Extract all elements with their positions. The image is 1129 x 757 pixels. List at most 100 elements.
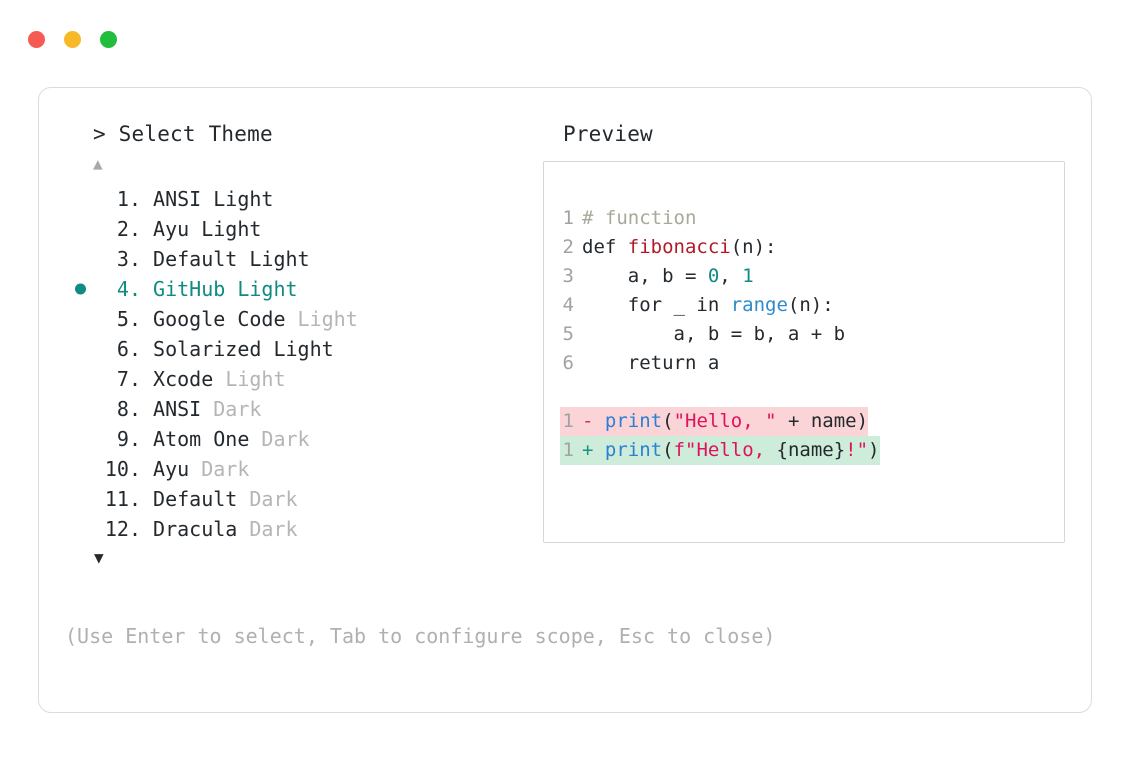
diff-line-number: 1: [562, 439, 574, 461]
code-token: a, b = b, a + b: [582, 323, 846, 345]
theme-item-number: 2.: [116, 217, 141, 241]
theme-item-variant: Dark: [249, 517, 298, 541]
theme-item-name: ANSI: [153, 187, 202, 211]
code-line-number: 4: [562, 294, 574, 316]
selected-bullet-icon: [75, 283, 86, 295]
code-token: return a: [582, 352, 720, 374]
theme-list-item[interactable]: 1. ANSI Light: [67, 184, 537, 214]
code-token: print: [604, 439, 663, 461]
code-token: for _ in: [582, 294, 731, 316]
code-token: f"Hello,: [673, 439, 777, 461]
theme-item-variant: Light: [273, 337, 334, 361]
diff-row: 1- print("Hello, " + name): [560, 407, 1064, 436]
theme-list-item[interactable]: 11. Default Dark: [67, 484, 537, 514]
theme-item-name: Default: [153, 487, 238, 511]
code-token: 1: [742, 265, 754, 287]
theme-item-name: Dracula: [153, 517, 238, 541]
code-blank-line: [560, 378, 1064, 407]
theme-item-variant: Light: [201, 217, 262, 241]
theme-list-item[interactable]: 3. Default Light: [67, 244, 537, 274]
theme-item-number: 8.: [116, 397, 141, 421]
theme-item-name: Xcode: [153, 367, 214, 391]
theme-list-item[interactable]: 4. GitHub Light: [67, 274, 537, 304]
code-token: print: [604, 410, 663, 432]
diff-row: 1+ print(f"Hello, {name}!"): [560, 436, 1064, 465]
code-token: 0: [707, 265, 720, 287]
theme-item-name: Default: [153, 247, 238, 271]
theme-item-variant: Dark: [201, 457, 250, 481]
theme-list-item[interactable]: 12. Dracula Dark: [67, 514, 537, 544]
theme-item-name: Google Code: [153, 307, 286, 331]
code-token: (: [662, 410, 674, 432]
theme-list-item[interactable]: 8. ANSI Dark: [67, 394, 537, 424]
theme-item-variant: Dark: [213, 397, 262, 421]
code-token: fibonacci: [627, 236, 731, 258]
theme-item-name: Ayu: [153, 457, 190, 481]
theme-list-item[interactable]: 5. Google Code Light: [67, 304, 537, 334]
minimize-window-button[interactable]: [64, 31, 81, 48]
theme-item-number: 5.: [116, 307, 141, 331]
theme-list-item[interactable]: 10. Ayu Dark: [67, 454, 537, 484]
code-line: 2 def fibonacci(n):: [560, 233, 1064, 262]
theme-list-item[interactable]: 9. Atom One Dark: [67, 424, 537, 454]
code-line-number: 6: [562, 352, 574, 374]
theme-item-number: 7.: [116, 367, 141, 391]
theme-item-number: 1.: [116, 187, 141, 211]
theme-item-number: 4.: [116, 277, 141, 301]
code-token: ): [868, 439, 880, 461]
code-token: ,: [719, 265, 743, 287]
window-traffic-lights: [28, 31, 117, 48]
code-token: + name): [776, 410, 869, 432]
theme-item-variant: Light: [237, 277, 298, 301]
theme-item-number: 11.: [104, 487, 141, 511]
theme-item-variant: Dark: [261, 427, 310, 451]
preview-title: Preview: [563, 122, 653, 146]
keyboard-hint: (Use Enter to select, Tab to configure s…: [65, 624, 776, 648]
theme-item-name: Atom One: [153, 427, 250, 451]
code-line: 3 a, b = 0, 1: [560, 262, 1064, 291]
theme-list-item[interactable]: 6. Solarized Light: [67, 334, 537, 364]
code-token: (n):: [730, 236, 777, 258]
code-token: # function: [582, 207, 697, 229]
theme-list-item[interactable]: 7. Xcode Light: [67, 364, 537, 394]
diff-marker: -: [582, 410, 594, 432]
code-line-number: 3: [562, 265, 574, 287]
theme-item-name: Ayu: [153, 217, 190, 241]
scroll-up-arrow-icon[interactable]: ▲: [93, 154, 103, 173]
code-line: 6 return a: [560, 349, 1064, 378]
code-line-number: 5: [562, 323, 574, 345]
maximize-window-button[interactable]: [100, 31, 117, 48]
code-token: !": [845, 439, 869, 461]
theme-item-number: 9.: [116, 427, 141, 451]
code-line: 5 a, b = b, a + b: [560, 320, 1064, 349]
scroll-down-arrow-icon[interactable]: ▼: [94, 548, 104, 567]
close-window-button[interactable]: [28, 31, 45, 48]
diff-added-line: 1+ print(f"Hello, {name}!"): [560, 436, 880, 465]
code-token: "Hello, ": [673, 410, 777, 432]
code-line: 4 for _ in range(n):: [560, 291, 1064, 320]
theme-item-number: 12.: [104, 517, 141, 541]
code-token: {name}: [776, 439, 846, 461]
theme-item-number: 10.: [104, 457, 141, 481]
theme-item-number: 6.: [116, 337, 141, 361]
theme-item-variant: Light: [213, 187, 274, 211]
header-row: > Select Theme Preview: [67, 122, 1061, 156]
code-line-number: 2: [562, 236, 574, 258]
theme-item-name: ANSI: [153, 397, 202, 421]
theme-item-number: 3.: [116, 247, 141, 271]
theme-item-variant: Light: [225, 367, 286, 391]
code-token: (n):: [787, 294, 834, 316]
theme-item-variant: Dark: [249, 487, 298, 511]
diff-line-number: 1: [562, 410, 574, 432]
code-token: def: [582, 236, 628, 258]
page-title: > Select Theme: [93, 122, 273, 146]
theme-list-item[interactable]: 2. Ayu Light: [67, 214, 537, 244]
code-line: 1# function: [560, 204, 1064, 233]
theme-item-variant: Light: [297, 307, 358, 331]
theme-item-name: Solarized: [153, 337, 262, 361]
